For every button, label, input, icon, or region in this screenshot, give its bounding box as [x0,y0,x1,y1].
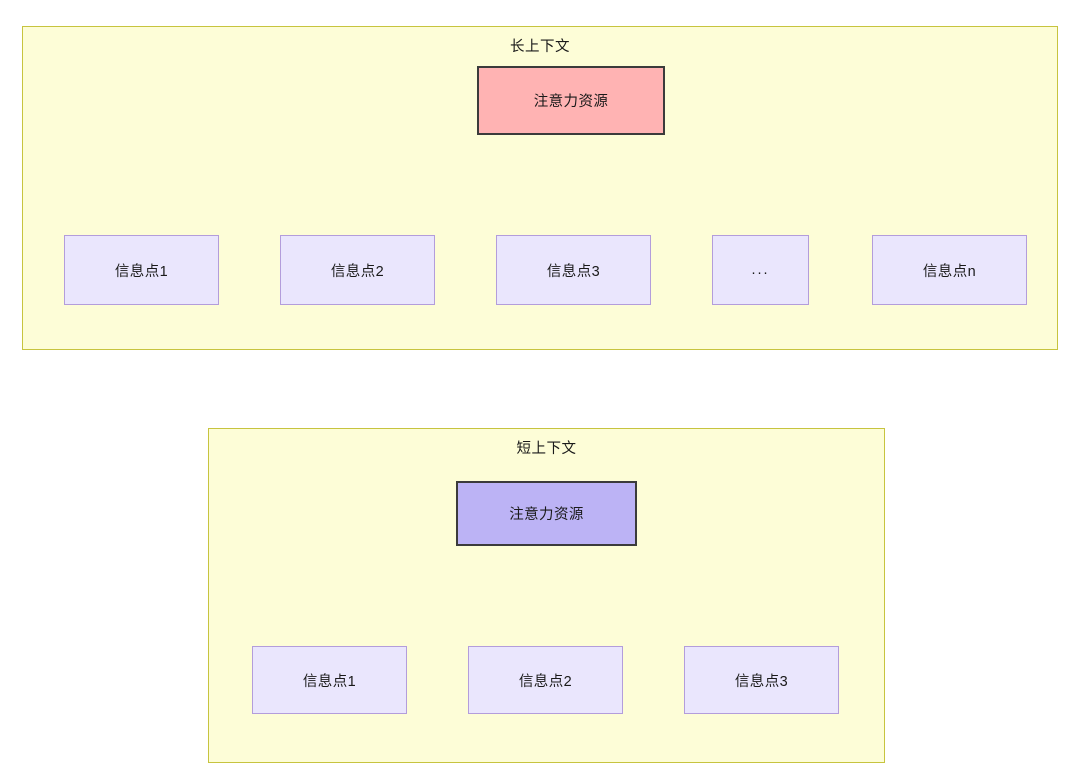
node-long-info-point-1[interactable]: 信息点1 [64,235,219,305]
node-label: 注意力资源 [533,94,609,110]
group-long-context-title: 长上下文 [510,39,570,55]
group-short-context-title: 短上下文 [516,441,577,457]
node-label: 信息点1 [114,263,169,280]
node-label: ... [751,262,770,278]
node-label: 信息点2 [330,263,385,280]
node-short-info-point-2[interactable]: 信息点2 [468,646,623,714]
node-short-info-point-3[interactable]: 信息点3 [684,646,839,714]
node-label: 信息点3 [734,673,789,690]
node-label: 信息点1 [302,673,357,690]
node-long-info-point-2[interactable]: 信息点2 [280,235,435,305]
node-long-info-point-n[interactable]: 信息点n [872,235,1027,305]
node-short-info-point-1[interactable]: 信息点1 [252,646,407,714]
node-short-attention-resource[interactable]: 注意力资源 [456,481,637,546]
node-label: 信息点2 [518,673,573,690]
node-long-info-point-ellipsis[interactable]: ... [712,235,809,305]
node-label: 注意力资源 [509,507,584,523]
node-label: 信息点3 [546,263,601,280]
node-long-info-point-3[interactable]: 信息点3 [496,235,651,305]
node-long-attention-resource[interactable]: 注意力资源 [477,66,665,135]
node-label: 信息点n [922,263,977,280]
